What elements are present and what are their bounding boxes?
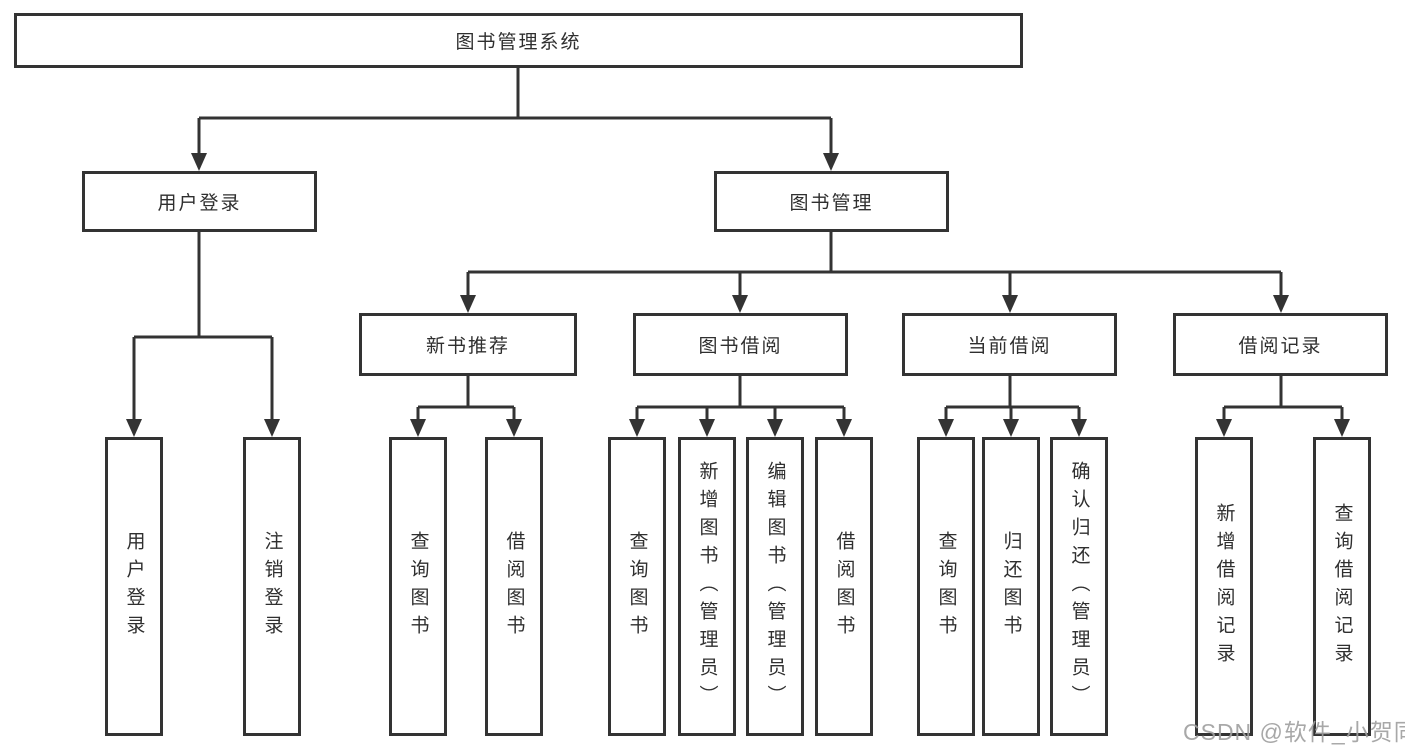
leaf-user-login: 用户登录	[105, 437, 163, 736]
leaf-recommend-query-books-label: 查询图书	[407, 530, 429, 643]
leaf-borrow-books-label: 借阅图书	[833, 530, 855, 643]
node-new-book-recommend: 新书推荐	[359, 313, 577, 376]
leaf-borrow-query-books: 查询图书	[608, 437, 666, 736]
leaf-logout: 注销登录	[243, 437, 301, 736]
leaf-current-query-books: 查询图书	[917, 437, 975, 736]
leaf-current-query-books-label: 查询图书	[935, 530, 957, 643]
leaf-query-borrow-record: 查询借阅记录	[1313, 437, 1371, 736]
node-current-borrow: 当前借阅	[902, 313, 1117, 376]
leaf-recommend-borrow-books: 借阅图书	[485, 437, 543, 736]
connectors-records	[1216, 376, 1350, 437]
node-borrow-records: 借阅记录	[1173, 313, 1388, 376]
leaf-add-book-admin-label: 新增图书（管理员）	[696, 460, 718, 713]
leaf-confirm-return-admin: 确认归还（管理员）	[1050, 437, 1108, 736]
leaf-return-book: 归还图书	[982, 437, 1040, 736]
leaf-borrow-query-books-label: 查询图书	[626, 530, 648, 643]
node-borrow-records-label: 借阅记录	[1238, 336, 1323, 357]
leaf-user-login-label: 用户登录	[123, 530, 145, 643]
leaf-edit-book-admin-label: 编辑图书（管理员）	[764, 460, 786, 713]
leaf-borrow-books: 借阅图书	[815, 437, 873, 736]
node-book-management-label: 图书管理	[789, 193, 874, 214]
connectors-book-management	[460, 232, 1289, 313]
node-book-borrow-label: 图书借阅	[698, 336, 783, 357]
leaf-add-book-admin: 新增图书（管理员）	[678, 437, 736, 736]
node-root-label: 图书管理系统	[455, 32, 582, 53]
node-book-management: 图书管理	[714, 171, 949, 232]
node-book-borrow: 图书借阅	[633, 313, 848, 376]
node-user-login: 用户登录	[82, 171, 317, 232]
leaf-recommend-borrow-books-label: 借阅图书	[503, 530, 525, 643]
connectors-user-login	[126, 232, 280, 437]
leaf-query-borrow-record-label: 查询借阅记录	[1331, 502, 1353, 671]
leaf-confirm-return-admin-label: 确认归还（管理员）	[1068, 460, 1090, 713]
connectors-root	[191, 68, 839, 171]
leaf-return-book-label: 归还图书	[1000, 530, 1022, 643]
node-current-borrow-label: 当前借阅	[967, 336, 1052, 357]
watermark: CSDN @软件_小贺同学	[1183, 719, 1405, 745]
node-root: 图书管理系统	[14, 13, 1023, 68]
connectors-borrow	[629, 376, 852, 437]
leaf-recommend-query-books: 查询图书	[389, 437, 447, 736]
leaf-add-borrow-record: 新增借阅记录	[1195, 437, 1253, 736]
leaf-edit-book-admin: 编辑图书（管理员）	[746, 437, 804, 736]
connectors-current	[938, 376, 1087, 437]
leaf-add-borrow-record-label: 新增借阅记录	[1213, 502, 1235, 671]
node-new-book-recommend-label: 新书推荐	[425, 336, 510, 357]
leaf-logout-label: 注销登录	[261, 530, 283, 643]
connectors-recommend	[410, 376, 522, 437]
node-user-login-label: 用户登录	[157, 193, 242, 214]
